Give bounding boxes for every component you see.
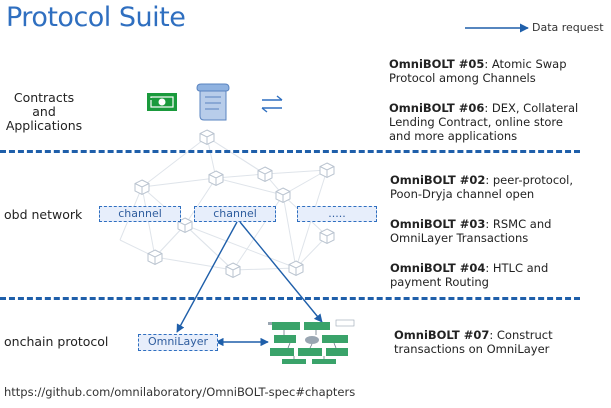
description-omnibolt-02: OmniBOLT #02: peer-protocol, Poon-Dryja …: [390, 173, 586, 201]
scroll-icon: [196, 83, 230, 121]
description-text: : peer-protocol, Poon-Dryja channel open: [390, 173, 574, 201]
layer-divider-upper: [0, 150, 580, 153]
description-omnibolt-04: OmniBOLT #04: HTLC and payment Routing: [390, 261, 586, 289]
network-mesh: [119, 136, 328, 271]
arrow-channel-to-omnilayer: [176, 221, 238, 333]
footer-url[interactable]: https://github.com/omnilaboratory/OmniBO…: [4, 385, 356, 399]
transaction-diagram-thumbnail: [268, 319, 355, 364]
description-omnibolt-07: OmniBOLT #07: Construct transactions on …: [394, 328, 554, 356]
page-title: Protocol Suite: [6, 2, 186, 33]
layer-divider-lower: [0, 297, 580, 300]
description-omnibolt-06: OmniBOLT #06: DEX, Collateral Lending Co…: [389, 101, 581, 143]
omnilayer-box: OmniLayer: [138, 334, 218, 351]
description-text: : RSMC and OmniLayer Transactions: [390, 217, 552, 245]
description-text: : Atomic Swap Protocol among Channels: [389, 57, 567, 85]
description-id: OmniBOLT #04: [390, 261, 486, 275]
channel-box-2: channel: [194, 206, 276, 222]
description-id: OmniBOLT #06: [389, 101, 485, 115]
description-id: OmniBOLT #02: [390, 173, 486, 187]
description-id: OmniBOLT #05: [389, 57, 485, 71]
description-omnibolt-03: OmniBOLT #03: RSMC and OmniLayer Transac…: [390, 217, 590, 245]
description-text: : Construct transactions on OmniLayer: [394, 328, 553, 356]
layer-label-onchain: onchain protocol: [4, 334, 109, 349]
description-omnibolt-05: OmniBOLT #05: Atomic Swap Protocol among…: [389, 57, 579, 85]
channel-box-1: channel: [99, 206, 181, 222]
description-id: OmniBOLT #03: [390, 217, 486, 231]
exchange-icon: [261, 95, 283, 113]
description-text: : DEX, Collateral Lending Contract, onli…: [389, 101, 579, 143]
money-icon: [147, 93, 177, 111]
layer-label-obd-network: obd network: [4, 207, 83, 222]
description-text: : HTLC and payment Routing: [390, 261, 549, 289]
description-id: OmniBOLT #07: [394, 328, 490, 342]
arrow-channel-to-transactions: [239, 221, 323, 323]
legend-label: Data request: [532, 21, 604, 34]
channel-box-ellipsis: .....: [297, 206, 377, 222]
layer-label-contracts: Contracts and Applications: [5, 90, 83, 133]
